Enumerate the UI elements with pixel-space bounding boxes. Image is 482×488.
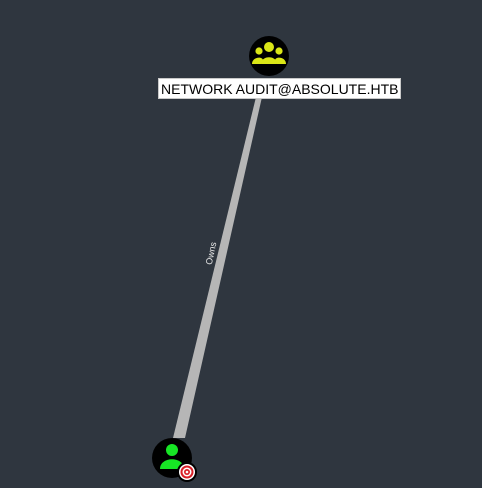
edge-owns[interactable]: Owns — [173, 97, 262, 438]
group-node-circle[interactable] — [249, 36, 289, 76]
target-icon — [177, 462, 197, 482]
edge-line[interactable] — [173, 97, 262, 438]
edge-label: Owns — [204, 241, 219, 266]
user-icon — [160, 444, 184, 469]
user-node[interactable] — [152, 438, 197, 482]
group-node[interactable] — [249, 36, 289, 76]
users-group-icon — [252, 42, 286, 64]
group-node-label: NETWORK AUDIT@ABSOLUTE.HTB — [158, 78, 402, 99]
